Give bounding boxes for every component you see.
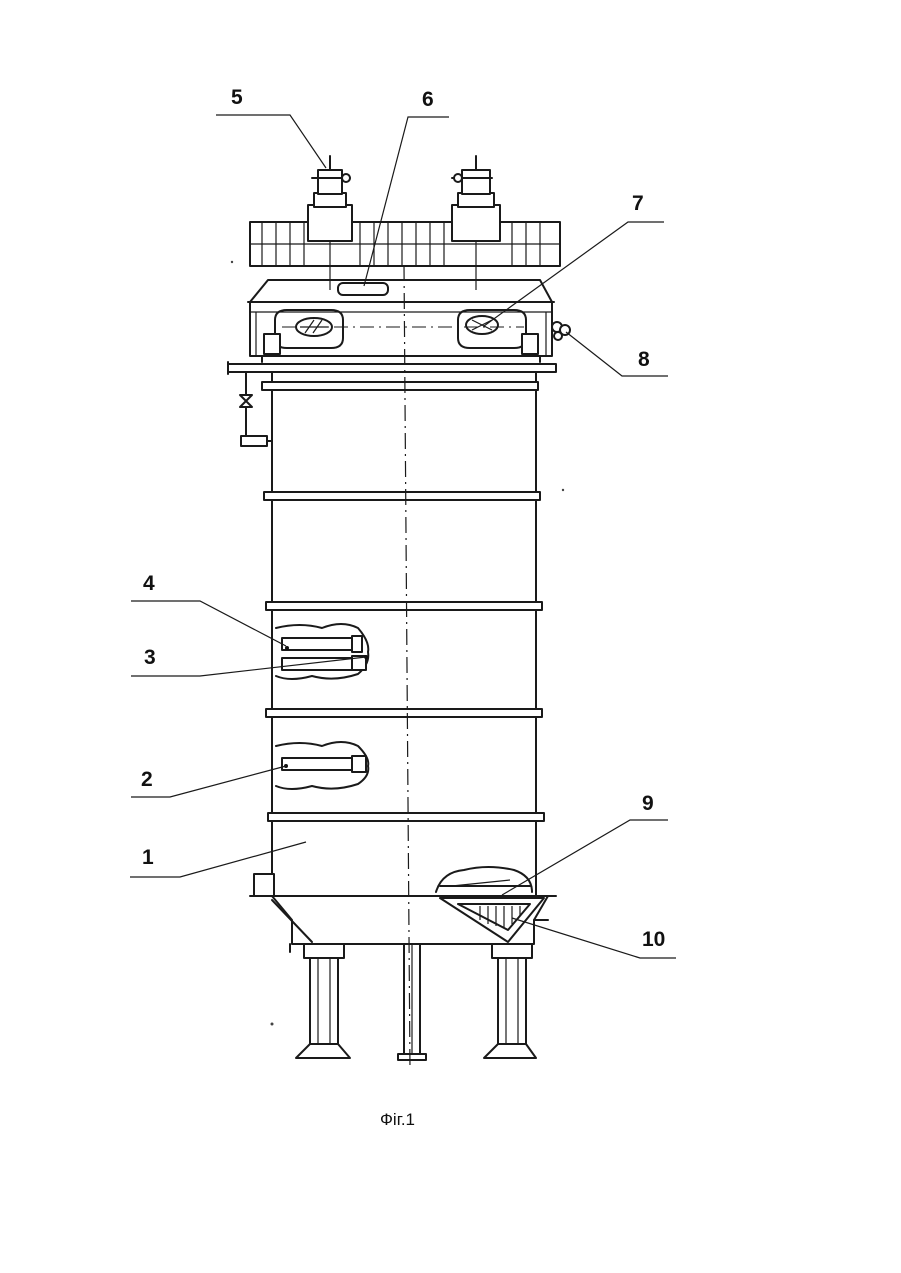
callout-8: 8 <box>638 348 650 371</box>
side-pipe <box>228 362 556 446</box>
callout-6: 6 <box>422 88 434 111</box>
left-drive-motor <box>308 156 352 290</box>
callout-10: 10 <box>642 928 665 951</box>
bottom-cutaway <box>436 867 544 942</box>
top-grid-platform <box>250 222 560 266</box>
scan-speck <box>231 261 233 263</box>
callout-7: 7 <box>632 192 644 215</box>
lower-cutaway <box>276 742 368 789</box>
callout-4: 4 <box>143 572 155 595</box>
callout-9: 9 <box>642 792 654 815</box>
leader-lines <box>130 115 676 958</box>
head-section <box>248 280 570 362</box>
main-shell <box>250 372 556 896</box>
support-legs <box>296 944 536 1060</box>
right-drive-motor <box>452 156 500 290</box>
upper-cutaway <box>276 624 368 679</box>
callout-3: 3 <box>144 646 156 669</box>
callout-1: 1 <box>142 846 154 869</box>
callout-5: 5 <box>231 86 243 109</box>
scan-speck <box>562 489 564 491</box>
figure-caption: Фіг.1 <box>380 1110 415 1129</box>
scan-speck <box>271 1023 274 1026</box>
callout-2: 2 <box>141 768 153 791</box>
